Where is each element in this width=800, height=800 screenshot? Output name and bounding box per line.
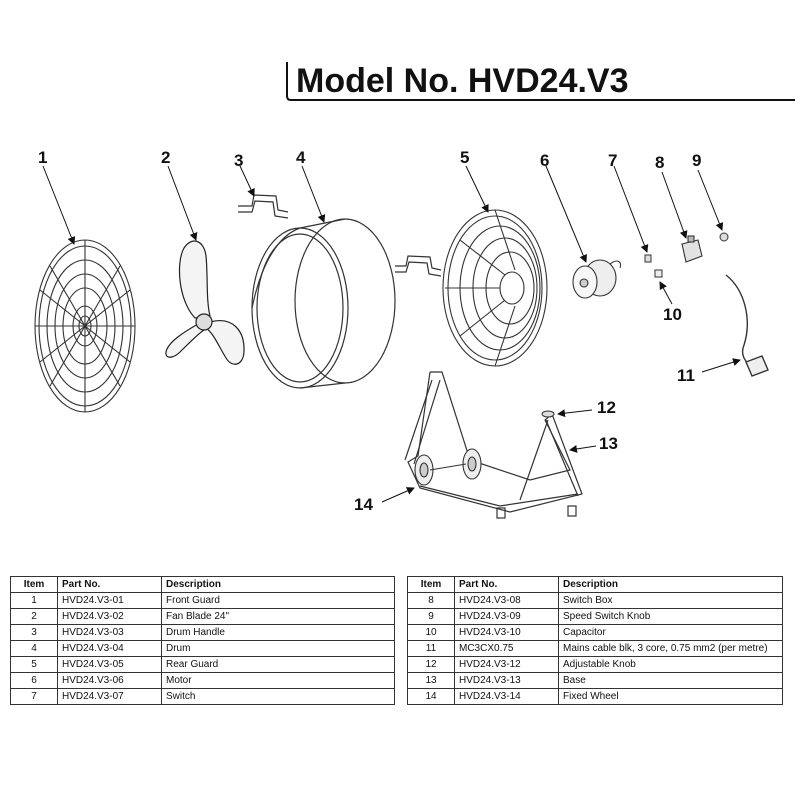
item-cell: 13 bbox=[407, 672, 455, 689]
callout-1: 1 bbox=[38, 148, 47, 167]
description-cell: Base bbox=[558, 672, 783, 689]
callout-9: 9 bbox=[692, 151, 701, 170]
part-no-cell: HVD24.V3-04 bbox=[57, 640, 162, 657]
part-no-cell: HVD24.V3-01 bbox=[57, 592, 162, 609]
mains-cable-icon bbox=[725, 274, 769, 377]
part-no-cell: HVD24.V3-09 bbox=[454, 608, 559, 625]
table-row: 14 HVD24.V3-14 Fixed Wheel bbox=[407, 688, 783, 705]
item-cell: 8 bbox=[407, 592, 455, 609]
table-row: 6 HVD24.V3-06 Motor bbox=[10, 672, 395, 689]
description-cell: Motor bbox=[161, 672, 395, 689]
table-row: 8 HVD24.V3-08 Switch Box bbox=[407, 592, 783, 609]
column-header-part-no: Part No. bbox=[57, 576, 162, 593]
item-cell: 12 bbox=[407, 656, 455, 673]
description-cell: Speed Switch Knob bbox=[558, 608, 783, 625]
callout-8: 8 bbox=[655, 153, 664, 172]
part-no-cell: HVD24.V3-05 bbox=[57, 656, 162, 673]
part-no-cell: HVD24.V3-14 bbox=[454, 688, 559, 705]
callout-11: 11 bbox=[677, 366, 695, 385]
adjustable-knob-icon bbox=[541, 410, 555, 418]
part-no-cell: HVD24.V3-13 bbox=[454, 672, 559, 689]
part-no-cell: HVD24.V3-06 bbox=[57, 672, 162, 689]
column-header-item: Item bbox=[407, 576, 455, 593]
description-cell: Rear Guard bbox=[161, 656, 395, 673]
part-no-cell: HVD24.V3-08 bbox=[454, 592, 559, 609]
item-cell: 6 bbox=[10, 672, 58, 689]
callout-7: 7 bbox=[608, 151, 617, 170]
model-title-box: Model No. HVD24.V3 bbox=[286, 62, 795, 101]
table-row: 10 HVD24.V3-10 Capacitor bbox=[407, 624, 783, 641]
table-row: 9 HVD24.V3-09 Speed Switch Knob bbox=[407, 608, 783, 625]
part-no-cell: HVD24.V3-02 bbox=[57, 608, 162, 625]
rear-guard-icon bbox=[442, 209, 548, 367]
motor-icon bbox=[572, 259, 622, 299]
part-no-cell: MC3CX0.75 bbox=[454, 640, 559, 657]
item-cell: 5 bbox=[10, 656, 58, 673]
table-row: 12 HVD24.V3-12 Adjustable Knob bbox=[407, 656, 783, 673]
callout-2: 2 bbox=[161, 148, 170, 167]
description-cell: Mains cable blk, 3 core, 0.75 mm2 (per m… bbox=[558, 640, 783, 657]
parts-table-left: Item Part No. Description 1 HVD24.V3-01 … bbox=[10, 576, 395, 705]
item-cell: 1 bbox=[10, 592, 58, 609]
table-row: 4 HVD24.V3-04 Drum bbox=[10, 640, 395, 657]
front-guard-icon bbox=[34, 239, 136, 413]
callout-12: 12 bbox=[597, 398, 616, 417]
callout-10: 10 bbox=[663, 305, 682, 324]
description-cell: Front Guard bbox=[161, 592, 395, 609]
description-cell: Drum Handle bbox=[161, 624, 395, 641]
table-row: 13 HVD24.V3-13 Base bbox=[407, 672, 783, 689]
item-cell: 2 bbox=[10, 608, 58, 625]
item-cell: 9 bbox=[407, 608, 455, 625]
callout-3: 3 bbox=[234, 151, 243, 170]
drum-handle-icon bbox=[395, 255, 442, 277]
switch-icon bbox=[644, 254, 652, 263]
capacitor-icon bbox=[654, 269, 663, 278]
drum-handle-icon bbox=[238, 194, 289, 219]
callout-5: 5 bbox=[460, 148, 469, 167]
base-icon bbox=[404, 371, 583, 519]
switch-box-icon bbox=[681, 235, 703, 263]
column-header-part-no: Part No. bbox=[454, 576, 559, 593]
item-cell: 10 bbox=[407, 624, 455, 641]
table-header-row: Item Part No. Description bbox=[10, 576, 395, 593]
fan-blade-icon bbox=[165, 240, 245, 365]
callout-13: 13 bbox=[599, 434, 618, 453]
drum-icon bbox=[251, 218, 396, 389]
column-header-item: Item bbox=[10, 576, 58, 593]
table-header-row: Item Part No. Description bbox=[407, 576, 783, 593]
description-cell: Fan Blade 24" bbox=[161, 608, 395, 625]
description-cell: Switch Box bbox=[558, 592, 783, 609]
callout-4: 4 bbox=[296, 148, 306, 167]
part-no-cell: HVD24.V3-07 bbox=[57, 688, 162, 705]
table-row: 11 MC3CX0.75 Mains cable blk, 3 core, 0.… bbox=[407, 640, 783, 657]
column-header-description: Description bbox=[558, 576, 783, 593]
item-cell: 7 bbox=[10, 688, 58, 705]
callout-14: 14 bbox=[354, 495, 373, 514]
table-row: 3 HVD24.V3-03 Drum Handle bbox=[10, 624, 395, 641]
item-cell: 14 bbox=[407, 688, 455, 705]
exploded-parts-diagram: Model No. HVD24.V3 bbox=[34, 62, 795, 519]
description-cell: Switch bbox=[161, 688, 395, 705]
fixed-wheel-icon bbox=[414, 448, 482, 486]
table-row: 5 HVD24.V3-05 Rear Guard bbox=[10, 656, 395, 673]
description-cell: Capacitor bbox=[558, 624, 783, 641]
model-title: Model No. HVD24.V3 bbox=[296, 62, 629, 100]
table-row: 7 HVD24.V3-07 Switch bbox=[10, 688, 395, 705]
description-cell: Drum bbox=[161, 640, 395, 657]
part-no-cell: HVD24.V3-12 bbox=[454, 656, 559, 673]
item-cell: 11 bbox=[407, 640, 455, 657]
part-no-cell: HVD24.V3-10 bbox=[454, 624, 559, 641]
part-no-cell: HVD24.V3-03 bbox=[57, 624, 162, 641]
item-cell: 4 bbox=[10, 640, 58, 657]
leader-lines bbox=[42, 165, 741, 503]
speed-switch-knob-icon bbox=[719, 232, 729, 242]
item-cell: 3 bbox=[10, 624, 58, 641]
table-row: 2 HVD24.V3-02 Fan Blade 24" bbox=[10, 608, 395, 625]
callout-6: 6 bbox=[540, 151, 549, 170]
description-cell: Fixed Wheel bbox=[558, 688, 783, 705]
table-row: 1 HVD24.V3-01 Front Guard bbox=[10, 592, 395, 609]
column-header-description: Description bbox=[161, 576, 395, 593]
parts-table-right: Item Part No. Description 8 HVD24.V3-08 … bbox=[407, 576, 783, 705]
description-cell: Adjustable Knob bbox=[558, 656, 783, 673]
